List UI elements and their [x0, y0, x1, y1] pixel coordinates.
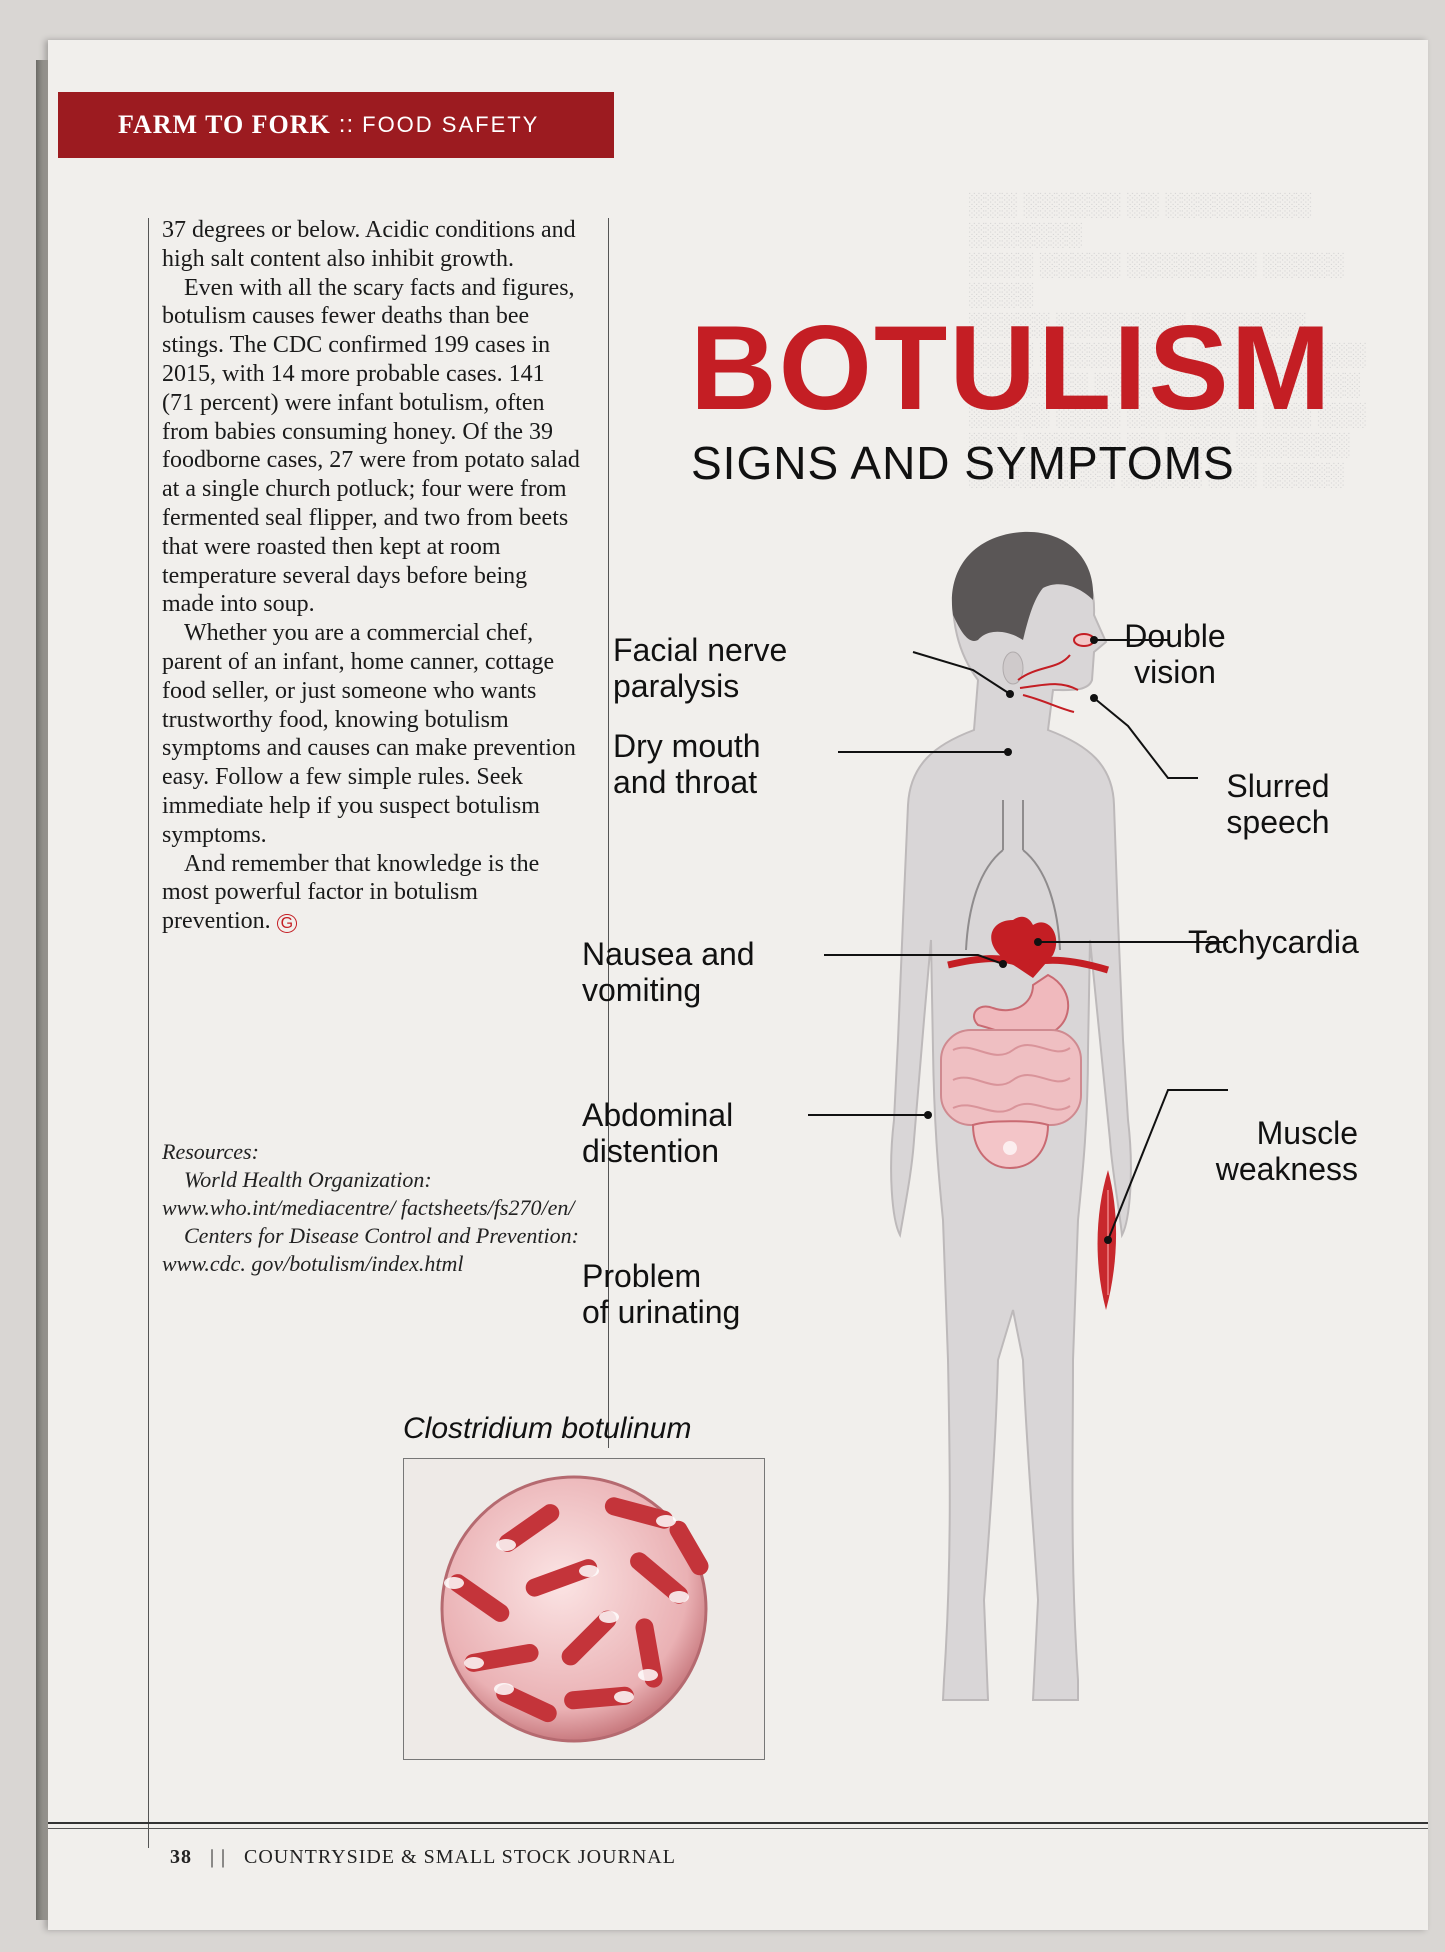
label-line: Abdominal — [582, 1097, 734, 1133]
column-rule-left — [148, 218, 149, 1848]
bacteria-illustration — [440, 1475, 709, 1743]
label-line: of urinating — [582, 1294, 741, 1330]
label-line: speech — [1226, 804, 1330, 840]
article-paragraph: And remember that knowledge is the most … — [162, 850, 582, 939]
body-illustration — [808, 531, 1228, 1701]
label-line: and throat — [613, 764, 758, 800]
label-line: Dry mouth — [613, 728, 761, 764]
page-edge — [36, 60, 50, 1920]
footer-rule — [48, 1822, 1428, 1824]
section-name: FARM TO FORK — [118, 110, 331, 139]
label-muscle-weakness: Muscle weakness — [1178, 1115, 1358, 1187]
bacteria-inset — [403, 1458, 765, 1760]
magazine-page: ░░░ ░░░░░░ ░░ ░░░░░░░░░ ░░░░░░░░░░░ ░░░░… — [48, 40, 1428, 1930]
label-slurred-speech: Slurred speech — [1198, 768, 1358, 840]
column-rule-middle — [608, 218, 609, 1448]
publication-name: COUNTRYSIDE & SMALL STOCK JOURNAL — [244, 1846, 676, 1868]
section-banner: FARM TO FORK :: FOOD SAFETY — [58, 92, 614, 158]
label-tachycardia: Tachycardia — [1188, 924, 1359, 960]
label-line: distention — [582, 1133, 719, 1169]
stomach-icon — [973, 973, 1070, 1038]
label-nausea: Nausea and vomiting — [582, 936, 755, 1008]
article-paragraph: Whether you are a commercial chef, paren… — [162, 620, 576, 848]
label-line: vision — [1134, 654, 1216, 690]
resource-item: Centers for Disease Control and Preventi… — [162, 1223, 579, 1276]
article-paragraph: 37 degrees or below. Acidic conditions a… — [162, 217, 576, 272]
page-footer: 38 | | COUNTRYSIDE & SMALL STOCK JOURNAL — [170, 1846, 676, 1869]
bacteria-title: Clostridium botulinum — [403, 1412, 692, 1445]
section-separator: :: — [338, 111, 355, 138]
resources: Resources: World Health Organization: ww… — [162, 1138, 582, 1278]
closing-text: And remember that knowledge is the most … — [162, 850, 540, 935]
label-abdominal-distention: Abdominal distention — [582, 1097, 733, 1169]
hair-icon — [951, 531, 1094, 641]
heart-icon — [947, 916, 1110, 978]
end-mark-icon: G — [276, 914, 298, 934]
bacterium-icon — [448, 1497, 709, 1723]
resources-heading: Resources: — [162, 1139, 259, 1164]
label-double-vision: Double vision — [1110, 618, 1240, 690]
resource-item: World Health Organization: www.who.int/m… — [162, 1167, 575, 1220]
footer-rule — [48, 1828, 1428, 1829]
subsection-name: FOOD SAFETY — [362, 112, 540, 137]
label-line: Nausea and — [582, 936, 755, 972]
trachea-icon — [965, 800, 1061, 951]
infographic-title: BOTULISM — [690, 301, 1333, 435]
article-paragraph: Even with all the scary facts and figure… — [162, 274, 580, 618]
label-dry-mouth: Dry mouth and throat — [613, 728, 761, 800]
show-through-text: ░░░ ░░░░░░ ░░ ░░░░░░░░░ ░░░░░░░░░░░ ░░░░… — [968, 192, 1366, 487]
infographic-subtitle: SIGNS AND SYMPTOMS — [691, 437, 1235, 489]
label-line: Double — [1124, 618, 1226, 654]
ear-icon — [1002, 651, 1024, 685]
label-line: Problem — [582, 1258, 702, 1294]
label-line: vomiting — [582, 972, 702, 1008]
label-line: Muscle — [1256, 1115, 1358, 1151]
page-number: 38 — [170, 1846, 192, 1868]
leader-lines — [808, 639, 1228, 1241]
label-problem-urinating: Problem of urinating — [582, 1258, 740, 1330]
label-line: Facial nerve — [613, 632, 788, 668]
label-line: paralysis — [613, 668, 740, 704]
label-facial-nerve-paralysis: Facial nerve paralysis — [613, 632, 787, 704]
intestines-icon — [940, 1029, 1082, 1126]
footer-separator: | | — [210, 1846, 227, 1868]
label-line: Slurred — [1226, 768, 1330, 804]
article-body: 37 degrees or below. Acidic conditions a… — [162, 216, 582, 939]
label-line: weakness — [1215, 1151, 1358, 1187]
facial-nerve-icon — [1017, 654, 1079, 713]
